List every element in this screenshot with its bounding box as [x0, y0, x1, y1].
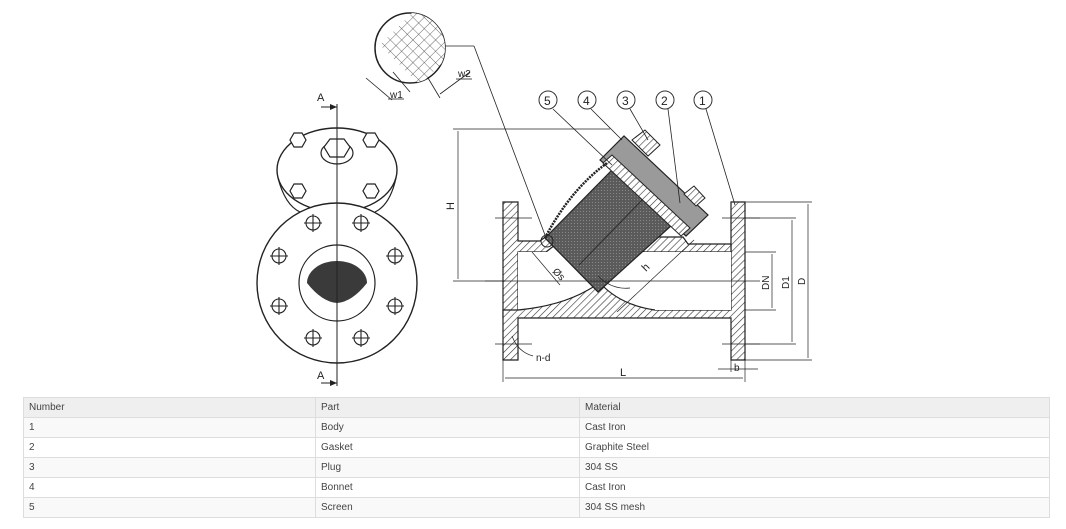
cell-material: Graphite Steel	[579, 437, 1050, 458]
dim-D: D	[797, 278, 808, 285]
parts-table: Number Part Material 1 Body Cast Iron 2 …	[23, 397, 1050, 518]
mesh-detail: w1 w2	[365, 12, 546, 236]
table-row: 3 Plug 304 SS	[23, 457, 1050, 478]
section-label-bottom: A	[317, 370, 325, 382]
svg-text:3: 3	[622, 94, 629, 108]
header-number: Number	[23, 397, 316, 418]
dim-H: H	[445, 202, 457, 210]
callout-1: 1	[693, 90, 713, 110]
cell-part: Bonnet	[315, 477, 580, 498]
section-view: H h Øs DN D1 D L b n-d 5 4 3 2	[445, 90, 812, 382]
table-row: 1 Body Cast Iron	[23, 417, 1050, 438]
cell-number: 2	[23, 437, 316, 458]
end-view: A A	[256, 92, 418, 386]
dim-DN: DN	[761, 276, 772, 290]
table-header-row: Number Part Material	[23, 397, 1050, 418]
svg-text:4: 4	[583, 94, 590, 108]
cell-material: Cast Iron	[579, 477, 1050, 498]
header-material: Material	[579, 397, 1050, 418]
cell-part: Plug	[315, 457, 580, 478]
w2-label: w2	[457, 69, 471, 80]
cell-part: Body	[315, 417, 580, 438]
dim-n-d: n-d	[536, 353, 550, 364]
dim-b: b	[734, 363, 740, 374]
callout-5: 5	[538, 90, 558, 110]
table-row: 5 Screen 304 SS mesh	[23, 497, 1050, 518]
svg-text:1: 1	[699, 94, 706, 108]
dim-L: L	[620, 367, 626, 379]
w1-label: w1	[389, 90, 403, 101]
svg-text:2: 2	[661, 94, 668, 108]
header-part: Part	[315, 397, 580, 418]
section-label-top: A	[317, 92, 325, 104]
cell-number: 3	[23, 457, 316, 478]
cell-material: Cast Iron	[579, 417, 1050, 438]
callout-2: 2	[655, 90, 675, 110]
svg-text:5: 5	[544, 94, 551, 108]
cell-number: 1	[23, 417, 316, 438]
cell-part: Gasket	[315, 437, 580, 458]
cell-material: 304 SS	[579, 457, 1050, 478]
table-row: 4 Bonnet Cast Iron	[23, 477, 1050, 498]
callout-3: 3	[616, 90, 636, 110]
strainer-drawing: w1 w2 A A	[256, 12, 812, 386]
cell-number: 4	[23, 477, 316, 498]
table-row: 2 Gasket Graphite Steel	[23, 437, 1050, 458]
callout-4: 4	[577, 90, 597, 110]
cell-material: 304 SS mesh	[579, 497, 1050, 518]
dim-D1: D1	[781, 276, 792, 289]
cell-number: 5	[23, 497, 316, 518]
cell-part: Screen	[315, 497, 580, 518]
